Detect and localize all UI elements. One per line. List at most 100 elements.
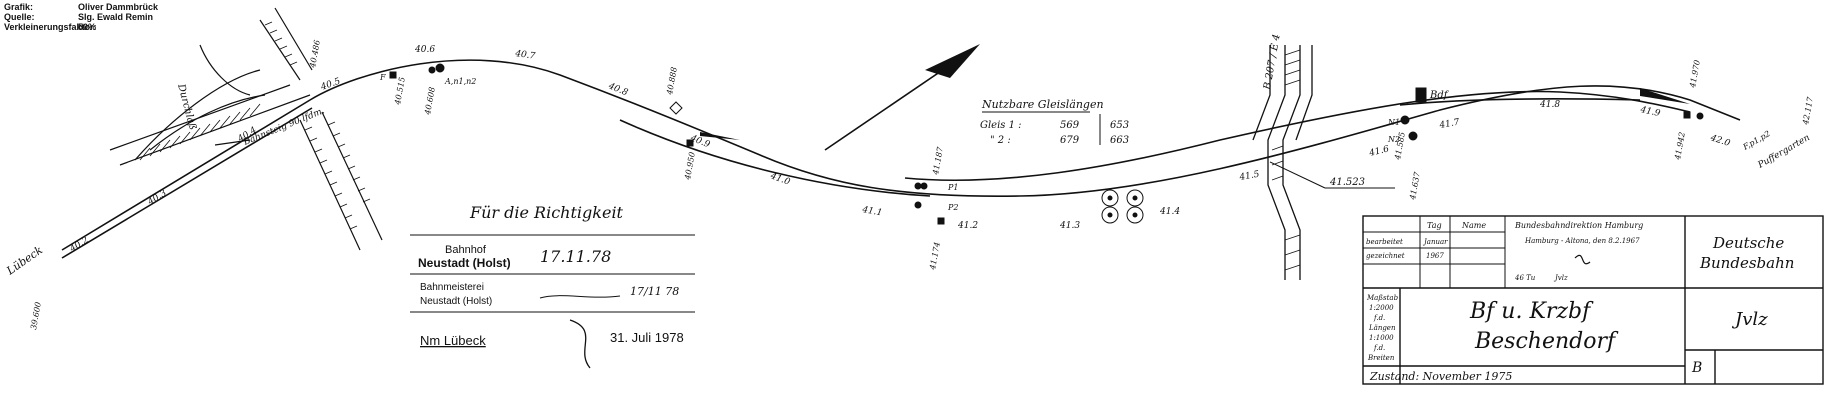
tb-m3: Längen bbox=[1368, 324, 1396, 332]
tb-sig-small2: Jvlz bbox=[1553, 274, 1568, 282]
credit-value: Oliver Dammbrück bbox=[78, 2, 159, 12]
tb-zustand: Zustand: November 1975 bbox=[1369, 370, 1512, 383]
gleis-row-b: 663 bbox=[1110, 135, 1129, 146]
signoff-bahnhof: Bahnhof bbox=[445, 244, 487, 256]
lubeck-label: Lübeck bbox=[3, 243, 45, 278]
credit-label: Grafik: bbox=[4, 2, 34, 12]
km-label: 40.486 bbox=[308, 39, 322, 69]
km-label: 40.2 bbox=[67, 235, 90, 255]
tb-authority2: Hamburg - Altona, den 8.2.1967 bbox=[1524, 237, 1640, 245]
signoff-bahnmeisterei: Bahnmeisterei bbox=[420, 282, 484, 293]
gleis-row-label: " 2 : bbox=[990, 135, 1011, 146]
gleis-row-b: 653 bbox=[1110, 120, 1129, 131]
km-label: 41.1 bbox=[860, 205, 882, 219]
station-left bbox=[109, 7, 383, 251]
km-label: 41.942 bbox=[1673, 131, 1687, 161]
direction-arrow bbox=[824, 44, 980, 151]
tb-b: B bbox=[1691, 360, 1702, 376]
signal-f-label: F bbox=[379, 73, 386, 82]
switch-wedges bbox=[700, 88, 1690, 140]
km-label: 41.970 bbox=[1688, 59, 1702, 89]
durchlass-label: Durchlaß bbox=[175, 82, 198, 131]
gleis-row-a: 569 bbox=[1060, 120, 1080, 131]
credit-value: Slg. Ewald Remin bbox=[78, 12, 154, 22]
signoff-date: 31. Juli 1978 bbox=[610, 330, 684, 345]
embankment-hatching bbox=[139, 21, 371, 230]
road-label: B 207 / E 4 bbox=[1262, 33, 1283, 91]
tb-m5: f.d. bbox=[1373, 344, 1385, 352]
km-label: 41.7 bbox=[1438, 118, 1461, 132]
signal-n2-label: N2 bbox=[1387, 135, 1400, 144]
credit-label: Quelle: bbox=[4, 12, 35, 22]
tb-title2: Beschendorf bbox=[1474, 329, 1619, 354]
km-label: 41.637 bbox=[1408, 170, 1422, 201]
tb-col-name: Name bbox=[1461, 221, 1486, 230]
gleis-table: Nutzbare Gleislängen Gleis 1 : 569 653 "… bbox=[980, 98, 1129, 146]
gleis-title: Nutzbare Gleislängen bbox=[981, 98, 1104, 111]
main-track bbox=[61, 59, 1741, 259]
credit-label: Verkleinerungsfaktor: bbox=[4, 22, 97, 32]
tb-code: Jvlz bbox=[1731, 309, 1768, 330]
signoff-bm-date: 17/11 78 bbox=[630, 285, 679, 298]
km-label: 41.3 bbox=[1059, 221, 1080, 231]
signoff-block: Für die Richtigkeit Bahnhof Neustadt (Ho… bbox=[410, 203, 695, 369]
km-label: 41.4 bbox=[1159, 207, 1180, 217]
signoff-bm-neustadt: Neustadt (Holst) bbox=[420, 296, 492, 307]
km-label: 40.7 bbox=[514, 49, 536, 62]
signoff-line1: Für die Richtigkeit bbox=[469, 203, 624, 222]
km-label: 41.9 bbox=[1638, 105, 1661, 119]
signoff-sig-date: 17.11.78 bbox=[540, 247, 611, 266]
gleis-row-a: 679 bbox=[1060, 135, 1080, 146]
km-label: 41.6 bbox=[1367, 144, 1390, 159]
km-label: 41.2 bbox=[957, 221, 978, 231]
tb-dept1: Deutsche bbox=[1712, 234, 1784, 252]
km-label: 40.3 bbox=[145, 188, 168, 208]
km-label: 39.600 bbox=[29, 301, 43, 330]
km-label: 40.888 bbox=[665, 66, 679, 96]
leader-41-523 bbox=[1269, 161, 1326, 189]
tb-dept2: Bundesbahn bbox=[1699, 254, 1794, 272]
km-label: 40.6 bbox=[414, 45, 435, 55]
km-label: 40.515 bbox=[393, 76, 407, 106]
tb-col-tag: Tag bbox=[1427, 221, 1442, 230]
tb-m1: 1:2000 bbox=[1369, 304, 1394, 312]
road-hatching bbox=[1271, 49, 1301, 271]
signal-p1-label: P1 bbox=[947, 183, 958, 192]
signal-a-label: A,n1,n2 bbox=[444, 77, 476, 86]
km-label: 41.174 bbox=[928, 241, 942, 271]
road-bridge bbox=[1252, 45, 1313, 280]
tb-title1: Bf u. Krzbf bbox=[1469, 299, 1594, 324]
km-label: 40.950 bbox=[683, 151, 697, 181]
tb-bearbeitet: bearbeitet bbox=[1366, 238, 1403, 246]
tb-massstab: Maßstab bbox=[1366, 294, 1399, 302]
km-label: 40.8 bbox=[606, 81, 630, 98]
tb-sig-small1: 46 Tu bbox=[1514, 274, 1536, 282]
credit-value: 50% bbox=[78, 22, 97, 32]
km-label: 42.117 bbox=[1801, 95, 1815, 126]
km-label: 42.0 bbox=[1708, 133, 1731, 149]
signal-p2-label: P2 bbox=[947, 203, 958, 212]
tb-gezeichnet: gezeichnet bbox=[1366, 252, 1405, 260]
title-block bbox=[1362, 215, 1824, 385]
tb-bearb-tag: Januar bbox=[1422, 238, 1448, 246]
credits: Grafik: Oliver Dammbrück Quelle: Slg. Ewal… bbox=[4, 2, 158, 32]
tb-m4: 1:1000 bbox=[1369, 334, 1394, 342]
signals bbox=[389, 63, 1704, 225]
km-label: 41.5 bbox=[1238, 170, 1261, 184]
km-label: 40.5 bbox=[319, 76, 342, 93]
signoff-neustadt: Neustadt (Holst) bbox=[418, 256, 511, 270]
signal-n1-label: N1 bbox=[1387, 118, 1400, 127]
leader-label: 41.523 bbox=[1329, 177, 1365, 188]
km-label: 41.8 bbox=[1539, 100, 1560, 110]
tb-m2: f.d. bbox=[1373, 314, 1385, 322]
km-label: 41.187 bbox=[931, 145, 945, 176]
tb-m6: Breiten bbox=[1367, 354, 1395, 362]
title-block-text: Tag Name bearbeitet gezeichnet Januar 19… bbox=[1366, 221, 1794, 383]
bdf-label: Bdf bbox=[1429, 90, 1450, 101]
signoff-nm: Nm Lübeck bbox=[420, 333, 486, 348]
gleis-row-label: Gleis 1 : bbox=[980, 120, 1022, 131]
km-label: 41.0 bbox=[768, 171, 791, 188]
km-label: 40.608 bbox=[423, 86, 437, 116]
signal-fp-label: F,p1,p2 bbox=[1741, 129, 1772, 152]
